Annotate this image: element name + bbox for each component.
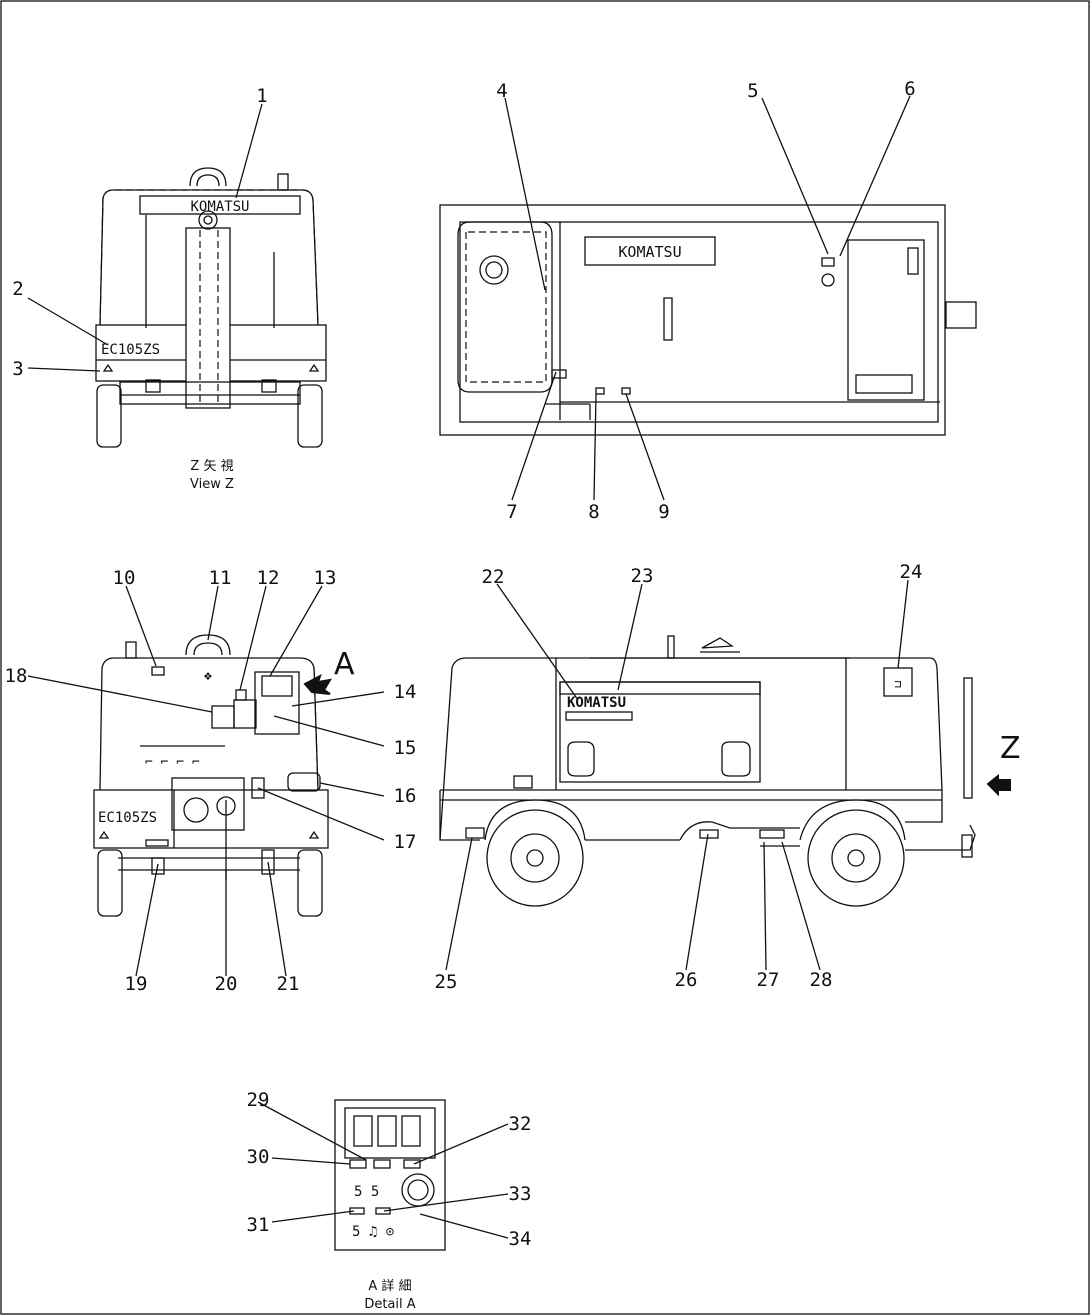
side-model-decal: EC105ZS bbox=[98, 810, 157, 826]
callout-16: 16 bbox=[394, 785, 417, 807]
callout-31: 31 bbox=[247, 1214, 270, 1236]
callout-22: 22 bbox=[482, 566, 505, 588]
callout-29: 29 bbox=[247, 1089, 270, 1111]
detail-a-caption: Detail A bbox=[364, 1297, 415, 1312]
callout-28: 28 bbox=[810, 969, 833, 991]
callout-19: 19 bbox=[125, 973, 148, 995]
callout-14: 14 bbox=[394, 681, 417, 703]
callout-27: 27 bbox=[757, 969, 780, 991]
callout-34: 34 bbox=[509, 1228, 532, 1250]
callout-17: 17 bbox=[394, 831, 417, 853]
view-z-caption: View Z bbox=[190, 477, 234, 492]
callout-3: 3 bbox=[12, 358, 23, 380]
callout-15: 15 bbox=[394, 737, 417, 759]
svg-text:⌐ ⌐ ⌐ ⌐: ⌐ ⌐ ⌐ ⌐ bbox=[145, 755, 200, 770]
callout-24: 24 bbox=[900, 561, 923, 583]
rear-brand-decal: KOMATSU bbox=[190, 199, 249, 215]
side-view: KOMATSU ⊐ bbox=[439, 635, 1011, 907]
callout-7: 7 bbox=[506, 501, 517, 523]
callout-9: 9 bbox=[658, 501, 669, 523]
detail-a-symbol: A 詳 細 bbox=[368, 1278, 411, 1294]
callout-32: 32 bbox=[509, 1113, 532, 1135]
callout-18: 18 bbox=[5, 665, 28, 687]
callout-numbers: 1 2 3 4 5 6 7 8 9 10 11 12 13 14 15 16 1… bbox=[5, 78, 923, 1250]
svg-text:⊐: ⊐ bbox=[894, 677, 901, 691]
callout-4: 4 bbox=[496, 80, 507, 102]
callout-26: 26 bbox=[675, 969, 698, 991]
callout-20: 20 bbox=[215, 973, 238, 995]
rear-model-decal: EC105ZS bbox=[101, 342, 160, 358]
callout-2: 2 bbox=[12, 278, 23, 300]
side-brand-decal: KOMATSU bbox=[567, 695, 626, 711]
callout-25: 25 bbox=[435, 971, 458, 993]
front-view: ❖ ⌐ ⌐ ⌐ ⌐ EC105ZS bbox=[93, 634, 332, 917]
callout-11: 11 bbox=[209, 567, 232, 589]
view-z-symbol: Z 矢 視 bbox=[190, 459, 233, 474]
callout-23: 23 bbox=[631, 565, 654, 587]
callout-12: 12 bbox=[257, 567, 280, 589]
callout-6: 6 bbox=[904, 78, 915, 100]
view-z-rear: KOMATSU EC105ZS bbox=[95, 167, 327, 448]
callout-13: 13 bbox=[314, 567, 337, 589]
svg-text:❖: ❖ bbox=[204, 668, 213, 684]
svg-text:5 ♫ ⊙: 5 ♫ ⊙ bbox=[352, 1224, 395, 1240]
arrow-z-label: Z bbox=[1000, 731, 1021, 766]
callout-10: 10 bbox=[113, 567, 136, 589]
arrow-a-label: A bbox=[334, 647, 355, 682]
callout-5: 5 bbox=[747, 80, 758, 102]
callout-8: 8 bbox=[588, 501, 599, 523]
callout-33: 33 bbox=[509, 1183, 532, 1205]
top-brand-decal: KOMATSU bbox=[618, 243, 681, 261]
detail-a-panel: 5 5 5 ♫ ⊙ bbox=[334, 1099, 446, 1251]
top-view: KOMATSU bbox=[439, 204, 977, 436]
callout-21: 21 bbox=[277, 973, 300, 995]
callout-30: 30 bbox=[247, 1146, 270, 1168]
leader-lines bbox=[27, 95, 911, 1239]
callout-1: 1 bbox=[256, 85, 267, 107]
svg-text:5 5: 5 5 bbox=[354, 1184, 379, 1200]
